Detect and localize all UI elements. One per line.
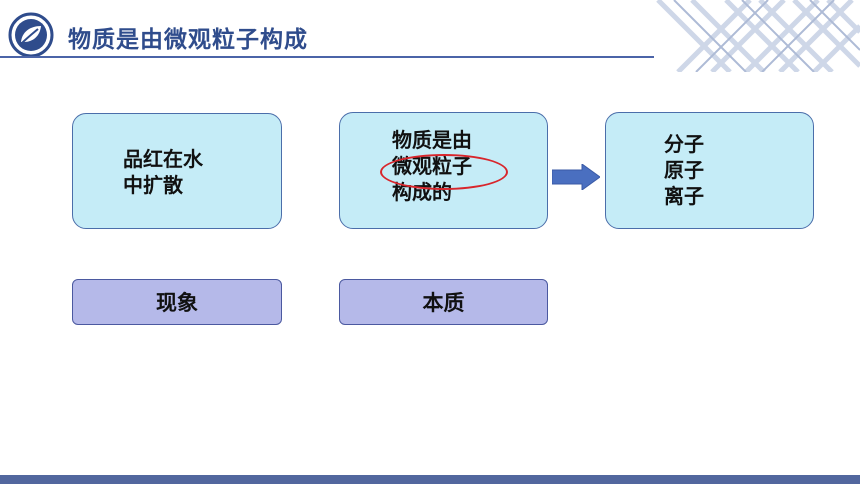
phenomenon-text: 品红在水 中扩散 — [123, 146, 203, 198]
bottom-bar — [0, 475, 860, 484]
phenomenon-line-2: 中扩散 — [123, 173, 183, 197]
highlight-oval — [380, 154, 508, 190]
particles-box: 分子 原子 离子 — [605, 112, 814, 229]
phenomenon-label: 现象 — [72, 279, 282, 325]
phenomenon-line-1: 品红在水 — [123, 147, 203, 171]
page-title: 物质是由微观粒子构成 — [68, 27, 308, 53]
lattice-decoration — [656, 0, 860, 72]
particles-text: 分子 原子 离子 — [664, 131, 704, 209]
essence-line-1: 物质是由 — [392, 128, 472, 152]
particles-line-1: 分子 — [664, 132, 704, 156]
title-underline — [0, 56, 654, 58]
particles-line-3: 离子 — [664, 184, 704, 208]
phenomenon-box: 品红在水 中扩散 — [72, 113, 282, 229]
particles-line-2: 原子 — [664, 158, 704, 182]
essence-label: 本质 — [339, 279, 548, 325]
leaf-logo-icon — [8, 12, 54, 58]
right-arrow-icon — [552, 164, 600, 190]
